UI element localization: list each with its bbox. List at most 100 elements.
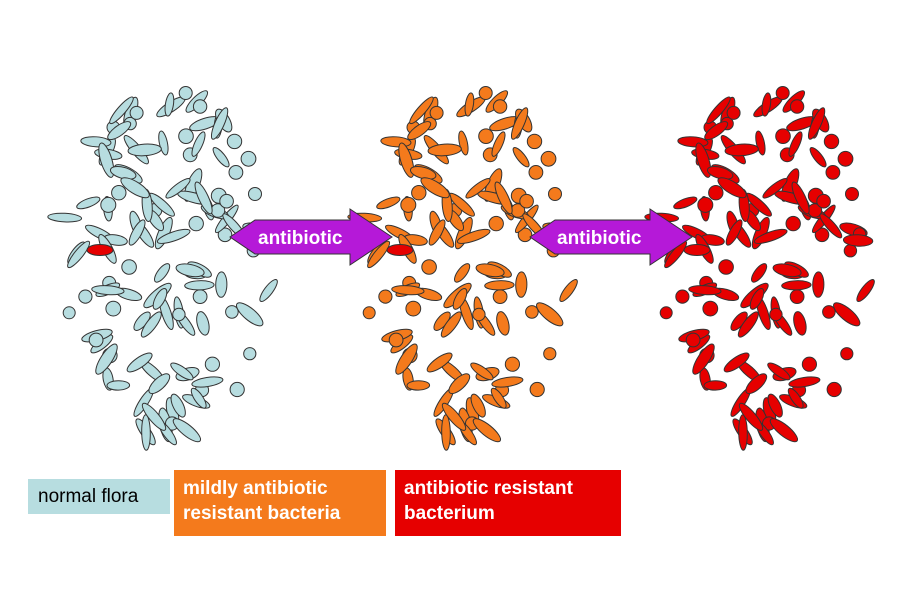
coccus-cell — [789, 289, 805, 305]
rod-cell — [475, 263, 505, 278]
coccus-cell — [825, 165, 841, 180]
rod-cell — [842, 234, 874, 247]
rod-cell — [717, 177, 747, 199]
coccus-cell — [492, 99, 508, 114]
legend-antibiotic-resistant-bacterium: antibiotic resistant bacterium — [395, 470, 621, 536]
rod-cell — [807, 107, 826, 140]
coccus-cell — [421, 259, 437, 275]
rod-cell — [154, 263, 171, 283]
rod-cell — [470, 362, 494, 381]
rod-cell — [76, 196, 101, 210]
rod-cell — [762, 178, 788, 199]
rod-cell — [165, 178, 191, 199]
rod-cell — [737, 311, 759, 338]
rod-cell — [210, 107, 229, 140]
rod-cell — [695, 142, 712, 178]
coccus-cell — [543, 347, 557, 361]
rod-cell — [723, 352, 750, 373]
rod-cell — [80, 136, 112, 148]
rod-cell — [175, 263, 205, 278]
rod-cell — [704, 121, 729, 141]
coccus-cell — [217, 227, 233, 243]
coccus-cell — [775, 86, 790, 100]
rod-cell — [738, 402, 764, 431]
coccus-cell — [478, 128, 494, 144]
rod-cell — [141, 414, 151, 451]
rod-cell — [170, 362, 194, 381]
coccus-cell — [697, 196, 714, 213]
antibiotic-arrow-label: antibiotic — [258, 228, 343, 249]
rod-cell — [441, 414, 451, 451]
rod-cell — [454, 263, 471, 283]
rod-cell — [772, 263, 802, 278]
rod-cell — [126, 352, 153, 373]
rod-cell — [191, 376, 224, 388]
mildly-resistant-population — [347, 86, 578, 451]
rod-cell — [380, 136, 412, 148]
coccus-cell — [172, 307, 186, 322]
resistant-cell — [683, 244, 711, 256]
rod-cell — [128, 219, 146, 246]
rod-cell — [496, 311, 510, 336]
rod-cell — [106, 380, 131, 391]
rod-cell — [109, 96, 134, 125]
antibiotic-arrow-label: antibiotic — [557, 228, 642, 249]
rod-cell — [819, 213, 843, 239]
rod-cell — [769, 418, 799, 443]
coccus-cell — [226, 133, 243, 150]
rod-cell — [395, 343, 418, 375]
rod-cell — [156, 228, 191, 244]
resistant-cell — [86, 244, 114, 256]
rod-cell — [494, 181, 513, 215]
rod-cell — [440, 311, 462, 338]
rod-cell — [184, 280, 215, 291]
rod-cell — [510, 107, 529, 140]
rod-cell — [141, 402, 167, 431]
rod-cell — [191, 131, 206, 157]
antibiotic-arrow-1: antibiotic — [229, 208, 393, 266]
resistant-cell — [386, 244, 414, 256]
rod-cell — [490, 387, 507, 409]
rod-cell — [788, 131, 803, 157]
coccus-cell — [240, 150, 257, 167]
coccus-cell — [243, 347, 257, 361]
coccus-cell — [472, 307, 486, 322]
coccus-cell — [801, 356, 818, 372]
rod-cell — [809, 147, 827, 168]
coccus-cell — [121, 259, 137, 275]
rod-cell — [833, 302, 861, 327]
rod-cell — [67, 240, 91, 269]
coccus-cell — [178, 86, 193, 100]
coccus-cell — [504, 356, 521, 372]
rod-cell — [91, 285, 125, 296]
coccus-cell — [718, 259, 734, 275]
rod-cell — [120, 177, 150, 199]
rod-cell — [409, 96, 434, 125]
rod-cell — [688, 285, 722, 296]
coccus-cell — [388, 332, 404, 348]
rod-cell — [793, 311, 807, 336]
coccus-cell — [492, 289, 508, 305]
coccus-cell — [78, 289, 93, 304]
coccus-cell — [548, 187, 562, 201]
rod-cell — [452, 288, 468, 310]
coccus-cell — [129, 105, 144, 120]
rod-cell — [787, 387, 804, 409]
coccus-cell — [62, 306, 76, 320]
coccus-cell — [785, 215, 801, 232]
rod-cell — [536, 302, 564, 327]
rod-cell — [194, 181, 213, 215]
coccus-cell — [88, 332, 104, 348]
rod-cell — [148, 373, 171, 395]
coccus-cell — [822, 305, 836, 319]
rod-cell — [407, 121, 432, 141]
rod-cell — [376, 196, 401, 210]
coccus-cell — [769, 307, 783, 322]
coccus-cell — [726, 105, 741, 120]
coccus-cell — [837, 150, 854, 167]
rod-cell — [140, 311, 162, 338]
coccus-cell — [228, 165, 244, 180]
rod-cell — [749, 288, 765, 310]
rod-cell — [753, 228, 788, 244]
